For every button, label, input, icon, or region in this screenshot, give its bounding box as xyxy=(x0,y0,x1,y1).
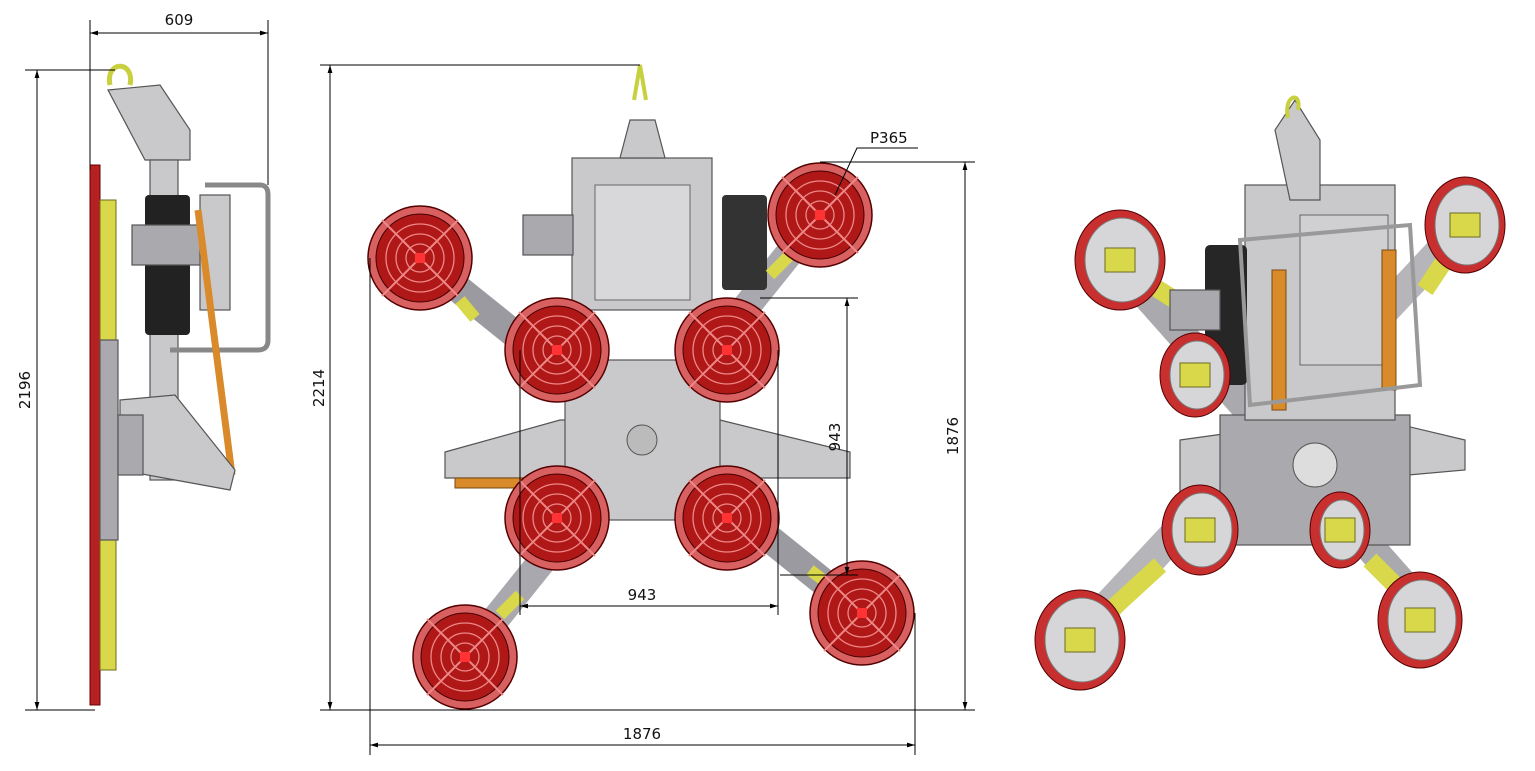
front-view xyxy=(367,64,915,710)
suction-cup-isometric xyxy=(1074,209,1166,311)
suction-cup xyxy=(367,205,473,311)
suction-cup-isometric xyxy=(1377,571,1463,669)
dim-cup-spacing-vertical: 943 xyxy=(826,423,844,452)
isometric-view xyxy=(1034,95,1506,691)
side-view xyxy=(89,63,271,706)
suction-cup-isometric xyxy=(1034,589,1126,691)
suction-cup-isometric xyxy=(1424,176,1506,274)
dim-side-width: 609 xyxy=(165,11,194,29)
dim-front-height: 2214 xyxy=(310,369,328,407)
side-handle xyxy=(170,182,271,353)
dimension-lines xyxy=(25,20,975,755)
dim-cup-spacing-horizontal: 943 xyxy=(628,586,657,604)
suction-cup-isometric xyxy=(1309,491,1371,569)
front-motor xyxy=(722,195,767,290)
suction-cup-isometric xyxy=(1161,484,1239,576)
suction-cup xyxy=(674,465,780,571)
dim-side-height: 2196 xyxy=(16,371,34,409)
dim-outer-height: 1876 xyxy=(944,417,962,455)
side-lifting-eye xyxy=(107,63,133,86)
suction-cup xyxy=(674,297,780,403)
dim-cup-radius: P365 xyxy=(870,129,908,147)
suction-cup-isometric xyxy=(1159,332,1231,418)
suction-cup xyxy=(412,604,518,710)
suction-cup xyxy=(504,465,610,571)
suction-cup xyxy=(767,162,873,268)
suction-cup xyxy=(504,297,610,403)
suction-cup xyxy=(809,560,915,666)
dim-outer-width: 1876 xyxy=(623,725,661,743)
side-lifting-bracket xyxy=(107,84,191,161)
side-cups-edge xyxy=(89,164,101,706)
